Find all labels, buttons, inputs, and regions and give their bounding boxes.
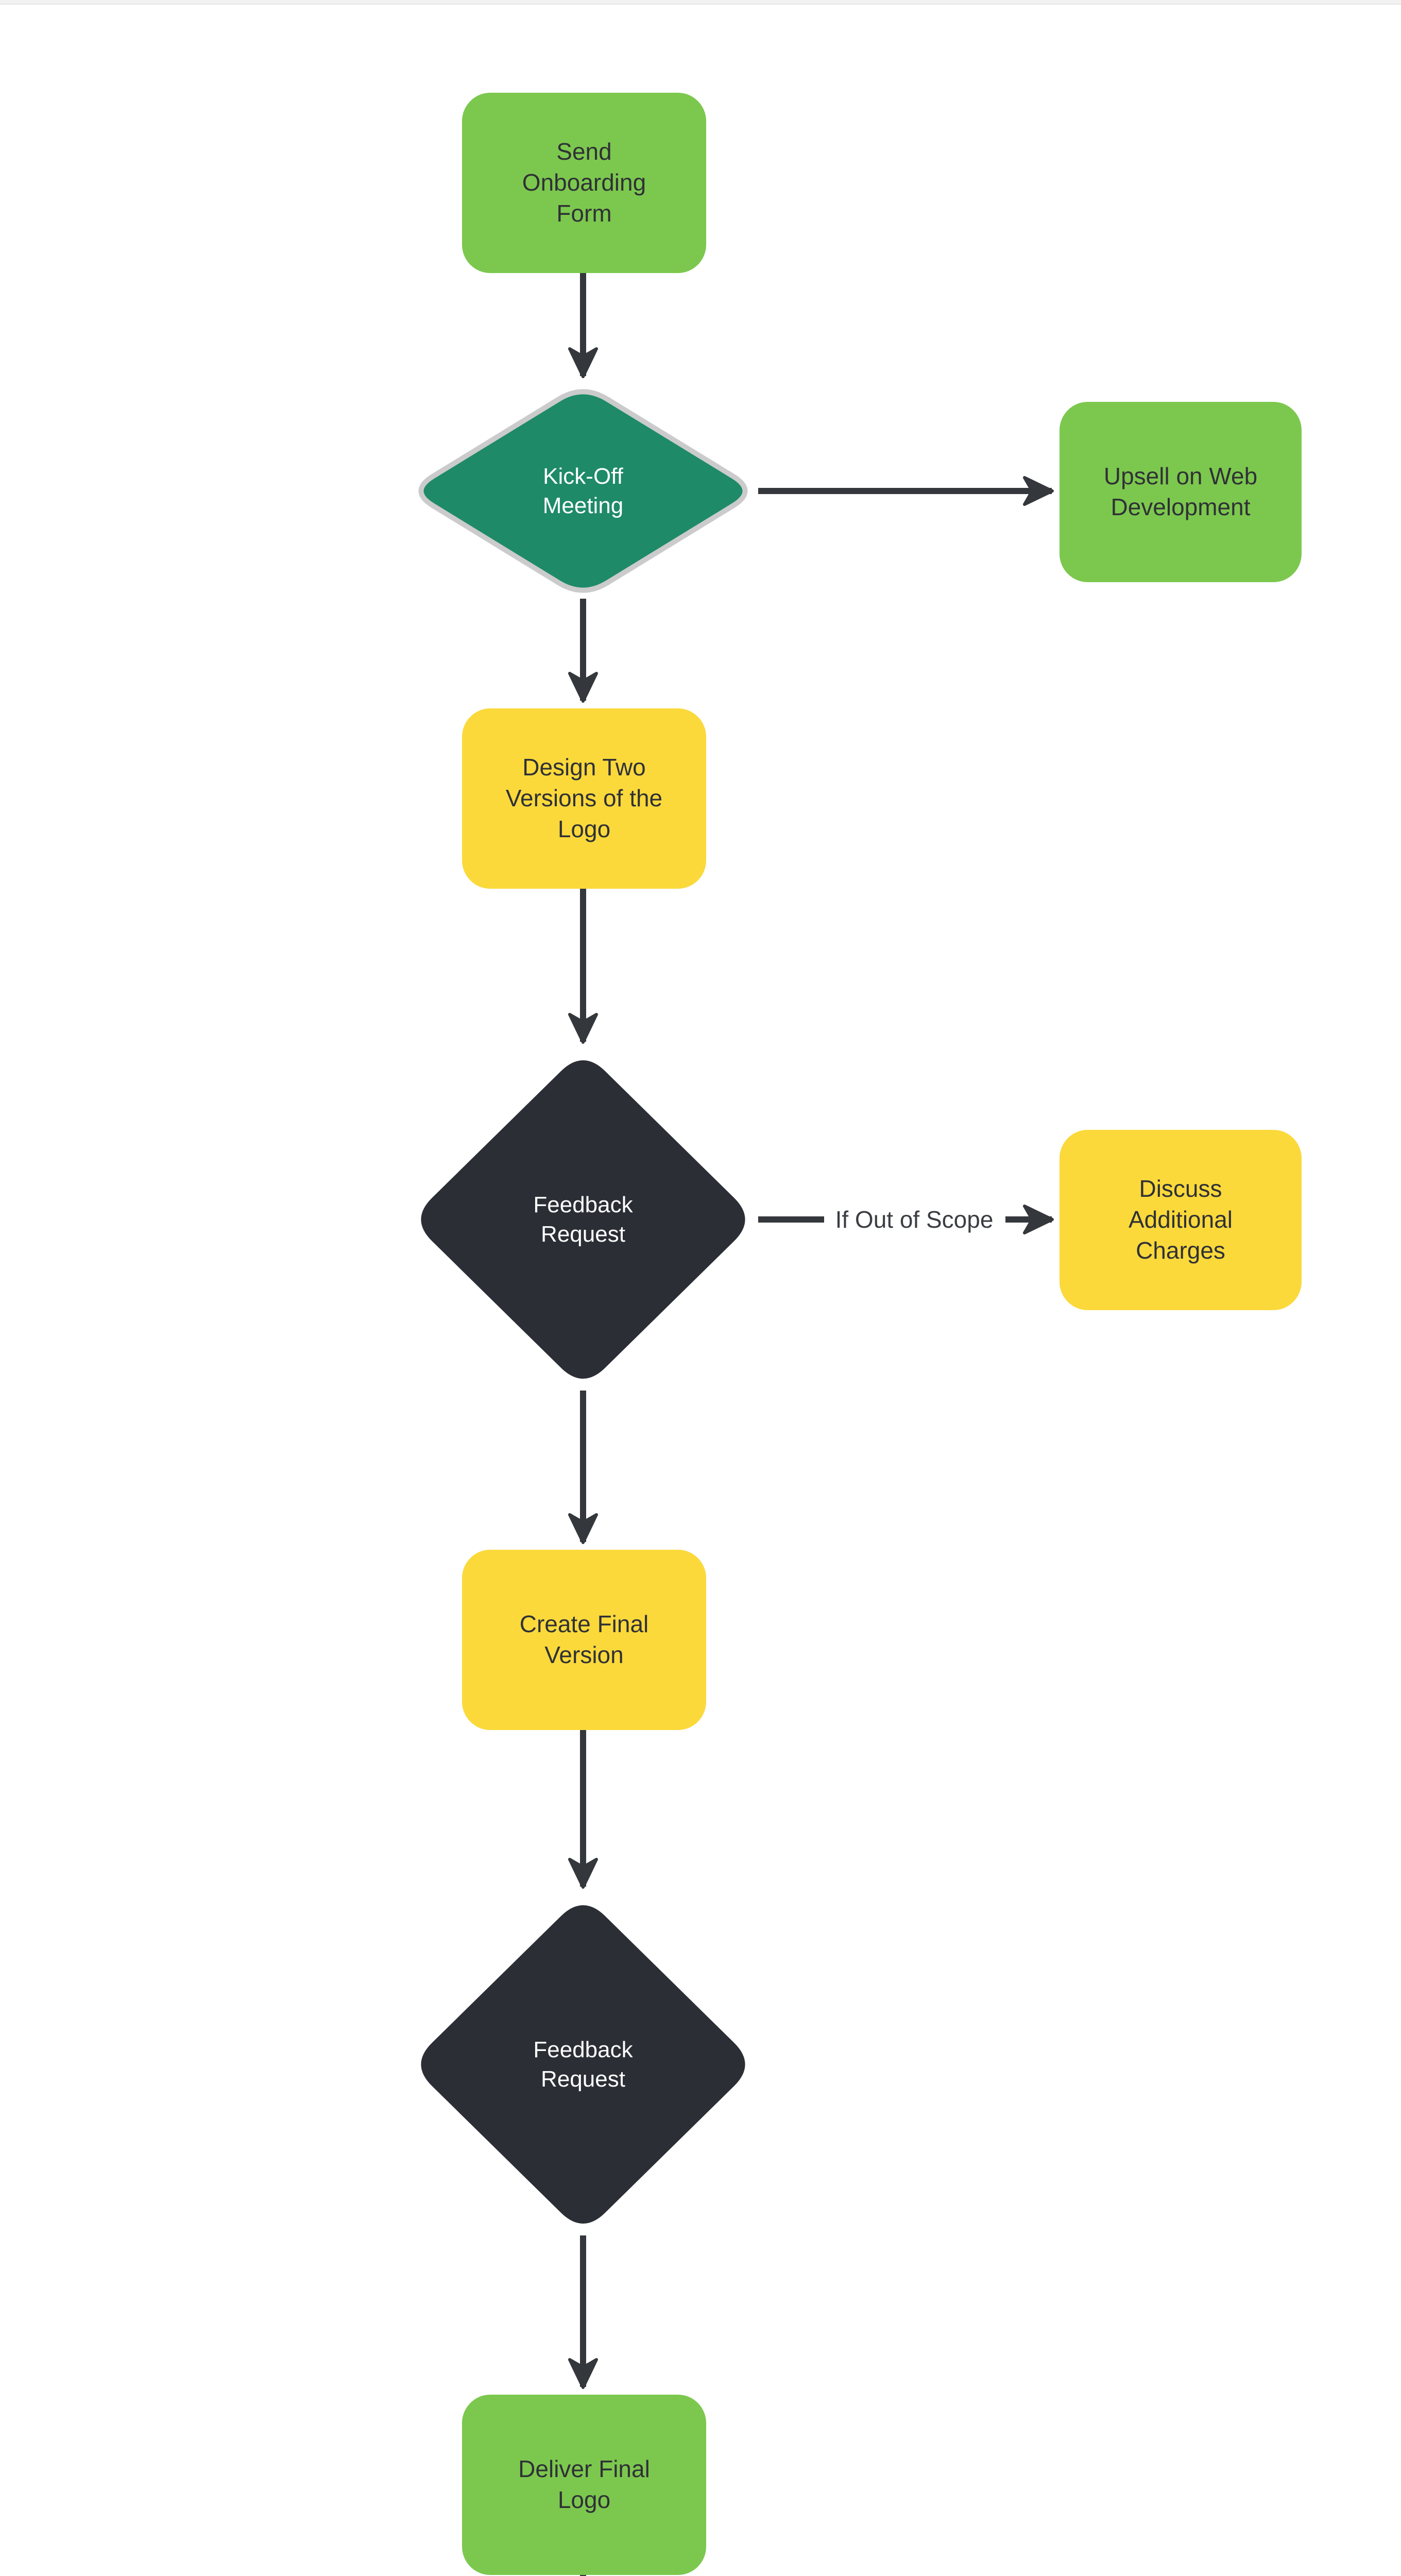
node-discuss-additional-charges: Discuss Additional Charges (1060, 1130, 1302, 1310)
node-label: Upsell on Web Development (1103, 463, 1258, 520)
node-label: Feedback Request (533, 2037, 633, 2092)
node-feedback-request-1: Feedback Request (410, 1049, 756, 1389)
edge-label-if-out-of-scope: If Out of Scope (835, 1206, 994, 1233)
diamond-shape-teal (418, 389, 748, 593)
node-kick-off-meeting: Kick-Off Meeting (409, 384, 757, 598)
node-feedback-request-2: Feedback Request (410, 1894, 756, 2234)
node-label: Discuss Additional Charges (1128, 1175, 1233, 1264)
node-label: Kick-Off Meeting (542, 463, 624, 518)
node-label: Feedback Request (533, 1192, 633, 1247)
node-label: Design Two Versions of the Logo (505, 754, 663, 842)
node-create-final-version: Create Final Version (462, 1550, 706, 1730)
node-deliver-final-logo: Deliver Final Logo (462, 2395, 706, 2575)
node-label: Deliver Final Logo (518, 2455, 650, 2513)
node-upsell-on-web-development: Upsell on Web Development (1060, 402, 1302, 582)
diamond-shape-dark (421, 1905, 745, 2224)
page-top-strip (0, 0, 1401, 5)
diamond-shape-dark (421, 1060, 745, 1379)
node-label: Create Final Version (519, 1611, 649, 1668)
node-label: Send Onboarding Form (522, 138, 646, 227)
node-design-two-versions: Design Two Versions of the Logo (462, 708, 706, 889)
node-send-onboarding-form: Send Onboarding Form (462, 93, 706, 273)
